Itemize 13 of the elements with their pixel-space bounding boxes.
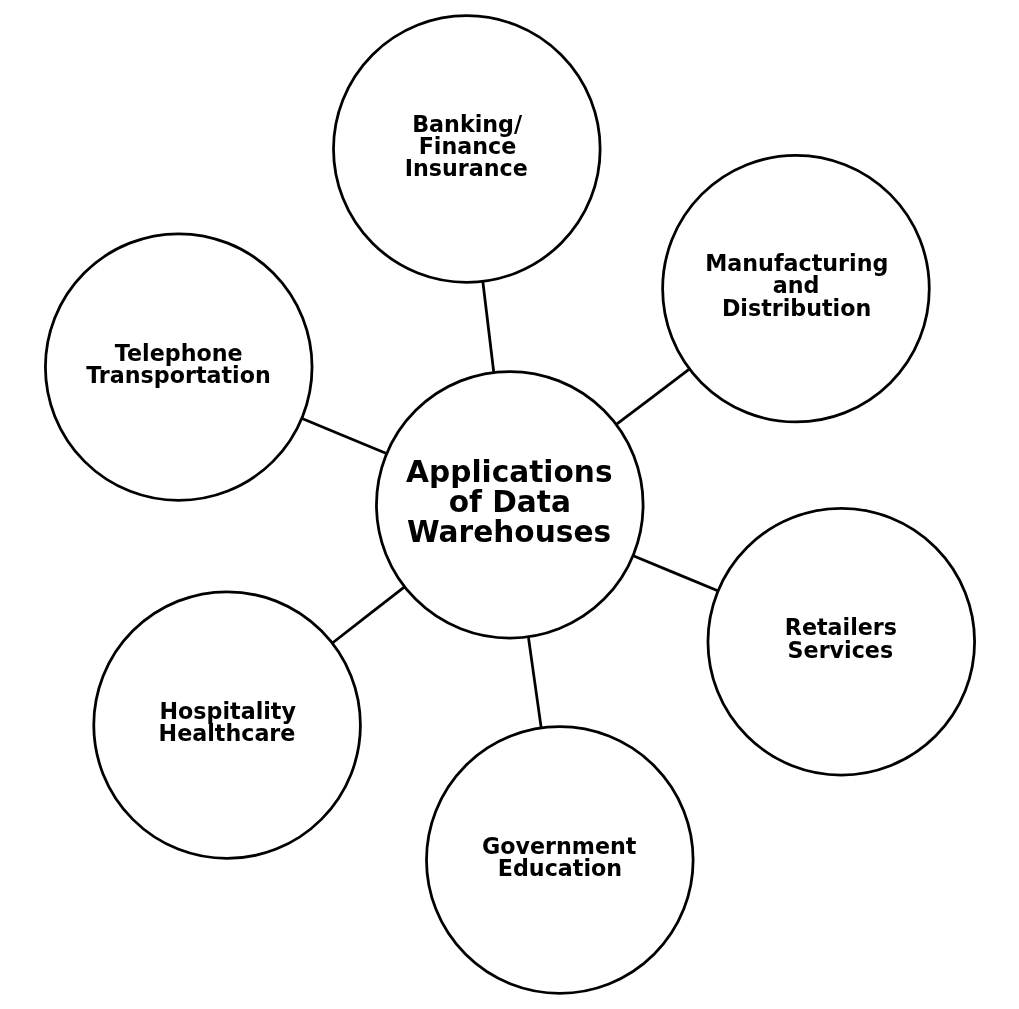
connector xyxy=(301,417,387,455)
connector xyxy=(632,554,718,592)
node-circle: Manufacturing and Distribution xyxy=(660,153,931,424)
node-circle: Hospitality Healthcare xyxy=(91,590,362,860)
connector xyxy=(331,585,405,645)
node-circle: Government Education xyxy=(424,725,694,995)
connector xyxy=(480,281,495,373)
node-circle: Applications of Data Warehouses xyxy=(374,370,644,640)
connector xyxy=(526,636,543,728)
node-circle: Banking/ Finance Insurance xyxy=(331,14,602,284)
node-circle: Telephone Transportation xyxy=(43,232,313,502)
connector xyxy=(615,368,690,426)
node-circle: Retailers Services xyxy=(706,507,976,777)
